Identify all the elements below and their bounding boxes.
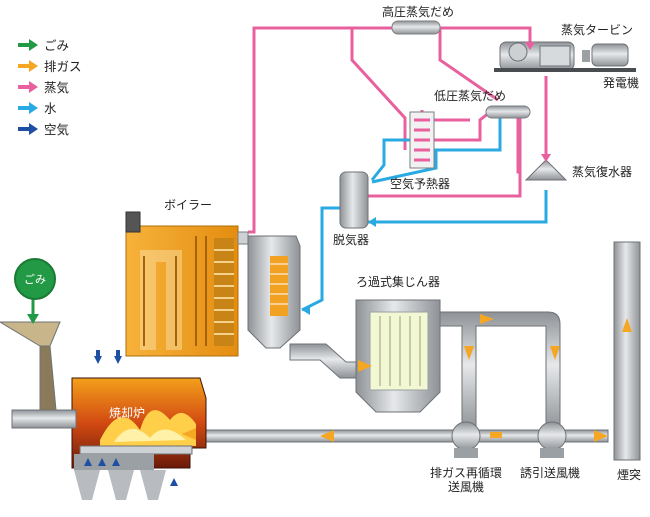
water-arrow-deaerator [368, 217, 376, 227]
waste-hopper [0, 321, 77, 429]
legend-item-steam: 蒸気 [18, 76, 82, 97]
high-pressure-header-label: 高圧蒸気だめ [382, 5, 455, 19]
chimney [613, 241, 641, 461]
recirculation-fan-label-line1: 排ガス再循環 [429, 466, 502, 480]
gomi-input-label: ごみ [24, 273, 46, 286]
waste-arrow-icon [18, 38, 38, 51]
steam-condenser [524, 159, 568, 181]
water-arrow-filter [302, 305, 310, 315]
legend-label: 空気 [44, 122, 70, 137]
induced-draft-fan-label: 誘引送風機 [520, 466, 581, 480]
bag-filter-label: ろ過式集じん器 [356, 275, 441, 289]
generator-label: 発電機 [603, 76, 640, 90]
steam-arrow-icon [18, 80, 38, 93]
induced-draft-fan [537, 421, 567, 458]
air-arrows [84, 350, 178, 486]
gomi-arrow-head [27, 314, 39, 324]
gomi-input-badge: ごみ [14, 258, 56, 300]
recirculation-fan-label: 排ガス再循環 送風機 [426, 466, 506, 494]
legend-item-air: 空気 [18, 118, 82, 139]
steam-arrow-condenser [541, 154, 551, 162]
turbine-base [494, 68, 636, 72]
exhaust-arrows [182, 314, 632, 442]
generator [582, 43, 629, 67]
air-arrow-icon [18, 122, 38, 135]
legend-item-exhaust: 排ガス [18, 55, 82, 76]
legend-label: 水 [44, 101, 57, 116]
water-lines [301, 116, 548, 312]
deaerator-label: 脱気器 [333, 233, 370, 247]
high-pressure-header [391, 20, 441, 35]
chimney-label: 煙突 [617, 468, 642, 482]
legend-label: ごみ [44, 38, 70, 53]
low-pressure-header-label: 低圧蒸気だめ [434, 89, 507, 103]
steam-arrow-turbine [525, 42, 535, 50]
steam-condenser-label: 蒸気復水器 [572, 165, 633, 179]
incinerator [71, 377, 207, 500]
steam-turbine [499, 41, 575, 71]
water-arrow-icon [18, 101, 38, 114]
air-preheater-label: 空気予熱器 [390, 177, 451, 191]
recirculation-fan [451, 421, 481, 458]
deaerator [339, 171, 369, 229]
steam-turbine-label: 蒸気タービン [561, 23, 634, 37]
legend: ごみ 排ガス 蒸気 水 空気 [18, 34, 82, 139]
exhaust-arrow-icon [18, 59, 38, 72]
low-pressure-header [485, 105, 531, 119]
legend-label: 排ガス [44, 59, 82, 74]
air-preheater [409, 111, 435, 169]
legend-item-water: 水 [18, 97, 82, 118]
bag-filter [355, 299, 441, 413]
gas-cooler [247, 235, 301, 349]
recirculation-fan-label-line2: 送風機 [447, 480, 484, 494]
legend-item-waste: ごみ [18, 34, 82, 55]
legend-label: 蒸気 [44, 80, 70, 95]
boiler-label: ボイラー [164, 198, 213, 212]
boiler [125, 211, 249, 357]
incinerator-label: 焼却炉 [109, 406, 146, 420]
